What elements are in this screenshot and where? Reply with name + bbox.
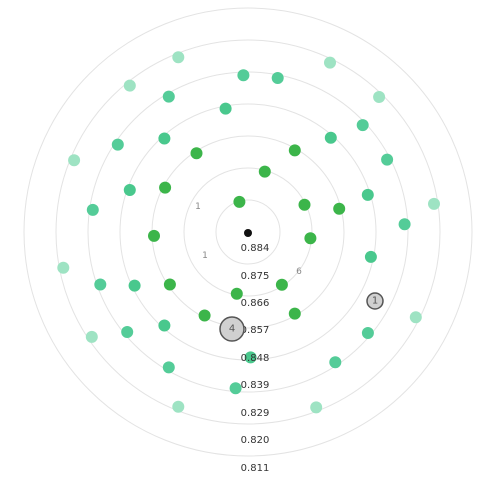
graph-node[interactable]	[162, 361, 175, 374]
graph-node[interactable]	[229, 382, 242, 395]
graph-node[interactable]	[123, 184, 136, 196]
graph-node[interactable]	[356, 119, 369, 132]
graph-node[interactable]	[158, 319, 171, 332]
graph-node[interactable]	[409, 311, 422, 324]
ring-circle	[183, 167, 313, 297]
graph-node[interactable]	[94, 278, 107, 291]
graph-node[interactable]	[271, 72, 284, 84]
ring-label: 0.848	[241, 353, 270, 364]
cluster-node[interactable]: 4	[219, 316, 245, 342]
graph-node[interactable]	[398, 218, 411, 231]
graph-node[interactable]	[333, 202, 346, 215]
graph-node[interactable]	[361, 188, 374, 201]
cluster-node-circle[interactable]	[366, 292, 384, 310]
cluster-node-label: 1	[372, 296, 378, 307]
small-count-label: 1	[202, 251, 208, 261]
graph-node[interactable]	[159, 181, 172, 194]
ring-label-group: 0.884 0.875 0.866 0.857 0.848 0.839 0.82…	[241, 243, 270, 474]
graph-node[interactable]	[428, 197, 440, 210]
graph-node[interactable]	[230, 287, 243, 300]
graph-node[interactable]	[288, 144, 301, 157]
ring-circle	[55, 39, 441, 425]
ring-label: 0.884	[241, 243, 270, 254]
ring-label: 0.875	[241, 271, 270, 282]
graph-node[interactable]	[158, 132, 171, 145]
graph-node[interactable]	[163, 278, 176, 291]
ring-circle	[23, 7, 473, 457]
annotation-group: 1 1 6 4 1	[195, 202, 384, 342]
graph-node[interactable]	[233, 195, 246, 208]
graph-node[interactable]	[85, 330, 98, 343]
graph-node[interactable]	[172, 400, 185, 413]
graph-node[interactable]	[121, 326, 134, 338]
graph-node[interactable]	[275, 278, 288, 291]
small-count-label: 1	[195, 202, 201, 212]
node-group	[57, 51, 440, 414]
cluster-node[interactable]: 1	[366, 292, 384, 310]
graph-node[interactable]	[329, 356, 342, 369]
graph-node[interactable]	[288, 307, 301, 320]
ring-circle	[215, 199, 281, 265]
graph-node[interactable]	[364, 250, 377, 263]
graph-node[interactable]	[148, 229, 160, 242]
ring-label: 0.857	[241, 325, 270, 336]
graph-node[interactable]	[373, 91, 386, 103]
graph-node[interactable]	[190, 147, 203, 160]
graph-node[interactable]	[57, 261, 70, 274]
graph-node[interactable]	[324, 56, 336, 69]
graph-node[interactable]	[219, 102, 232, 115]
graph-node[interactable]	[244, 351, 257, 364]
graph-node[interactable]	[310, 401, 323, 414]
ring-label: 0.866	[241, 298, 270, 309]
ring-label: 0.820	[241, 435, 270, 446]
graph-node[interactable]	[198, 309, 211, 322]
graph-node[interactable]	[258, 165, 271, 178]
ring-label: 0.829	[241, 408, 270, 419]
ring-label: 0.839	[241, 380, 270, 391]
small-count-label: 6	[296, 267, 302, 277]
cluster-node-label: 4	[229, 324, 235, 335]
graph-node[interactable]	[111, 138, 124, 151]
graph-node[interactable]	[381, 153, 394, 166]
graph-node[interactable]	[123, 79, 136, 92]
graph-node[interactable]	[172, 51, 185, 64]
ring-label: 0.811	[241, 463, 270, 474]
graph-node[interactable]	[298, 198, 311, 211]
graph-node[interactable]	[162, 90, 175, 103]
graph-node[interactable]	[324, 131, 337, 144]
cluster-node-circle[interactable]	[219, 316, 245, 342]
center-node[interactable]	[244, 229, 252, 237]
graph-node[interactable]	[361, 327, 374, 339]
graph-node[interactable]	[86, 203, 99, 216]
graph-node[interactable]	[237, 69, 250, 82]
graph-node[interactable]	[304, 232, 317, 245]
graph-node[interactable]	[128, 279, 141, 292]
graph-node[interactable]	[68, 154, 81, 167]
